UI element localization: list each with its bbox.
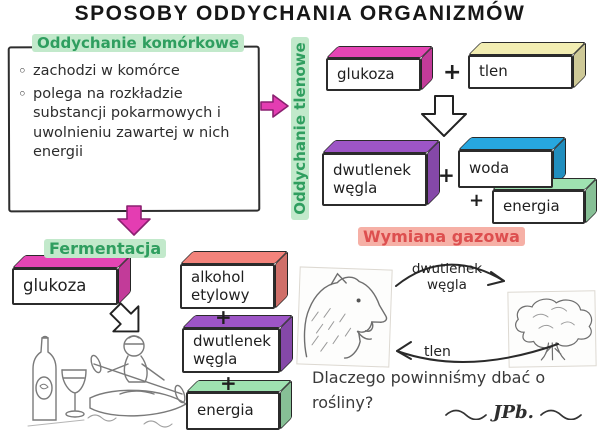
box-top-face	[182, 315, 293, 328]
box-energia-aerobic: energia	[492, 178, 597, 224]
bullet-item: zachodzi w komórce	[18, 61, 252, 82]
plus-sign: +	[438, 163, 455, 187]
fermentation-heading-text: Fermentacja	[44, 239, 167, 258]
plus-sign: +	[220, 371, 237, 395]
fermentation-heading: Fermentacja	[44, 239, 167, 258]
box-alkohol-etylowy: alkohol etylowy	[180, 251, 288, 309]
aerobic-vertical-label-text: Oddychanie tlenowe	[291, 37, 309, 220]
box-top-face	[468, 42, 586, 55]
aerobic-vertical-label: Oddychanie tlenowe	[287, 37, 313, 220]
plus-sign: +	[443, 60, 462, 85]
box-glukoza-aerobic: glukoza	[326, 46, 433, 91]
white-arrow-down-right-icon	[109, 302, 140, 333]
cellular-respiration-heading-text: Oddychanie komórkowe	[32, 34, 245, 52]
box-label: energia	[197, 401, 254, 420]
box-top-face	[180, 251, 288, 264]
box-top-face	[458, 137, 566, 150]
box-label: dwutlenek węgla	[333, 161, 411, 197]
box-dwutlenek-wegla-fermentation: dwutlenek węgla	[182, 315, 293, 373]
page-title: SPOSOBY ODDYCHANIA ORGANIZMÓW	[74, 2, 526, 25]
box-top-face	[186, 380, 292, 392]
wild-boar-icon	[303, 272, 387, 359]
box-label: dwutlenek węgla	[193, 332, 271, 368]
box-glukoza-fermentation: glukoza	[12, 255, 131, 305]
pink-arrow-right-icon	[260, 94, 289, 118]
box-tlen: tlen	[468, 42, 586, 89]
oak-tree-sketch	[507, 290, 597, 368]
kayaker-sketch	[87, 335, 188, 428]
box-label: energia	[503, 197, 560, 216]
flourish-icon	[540, 409, 582, 420]
wine-bottle-and-glass-sketch	[27, 335, 87, 427]
oxygen-arrow-label: tlen	[424, 344, 451, 360]
box-top-face	[322, 140, 440, 153]
box-energia-fermentation: energia	[186, 380, 292, 430]
box-woda: woda	[458, 137, 566, 188]
co2-arrow-label: dwutlenek węgla	[411, 261, 483, 293]
box-label: woda	[469, 159, 510, 178]
cellular-respiration-heading: Oddychanie komórkowe	[32, 33, 245, 52]
white-arrow-down-icon	[421, 95, 467, 137]
reflection-question: Dlaczego powinniśmy dbać o rośliny?	[312, 368, 546, 412]
box-label: tlen	[479, 62, 508, 81]
box-dwutlenek-wegla-aerobic: dwutlenek węgla	[322, 140, 440, 206]
gas-exchange-heading-text: Wymiana gazowa	[358, 227, 525, 246]
flourish-icon	[445, 409, 487, 420]
box-top-face	[326, 46, 433, 58]
pink-arrow-down-icon	[117, 205, 151, 236]
cellular-respiration-bullets: zachodzi w komórce polega na rozkładzie …	[18, 61, 252, 166]
bullet-item: polega na rozkładzie substancji pokarmow…	[18, 84, 252, 163]
oak-tree-icon	[515, 298, 593, 361]
box-label: glukoza	[337, 64, 395, 83]
gas-exchange-heading: Wymiana gazowa	[358, 227, 525, 246]
signature: JPb.	[444, 402, 583, 423]
box-label: glukoza	[23, 276, 87, 296]
plus-sign: +	[215, 305, 232, 329]
signature-initials: JPb.	[493, 402, 534, 423]
plus-sign: +	[469, 190, 485, 211]
wild-boar-sketch	[296, 266, 393, 368]
box-label: alkohol etylowy	[191, 268, 250, 304]
